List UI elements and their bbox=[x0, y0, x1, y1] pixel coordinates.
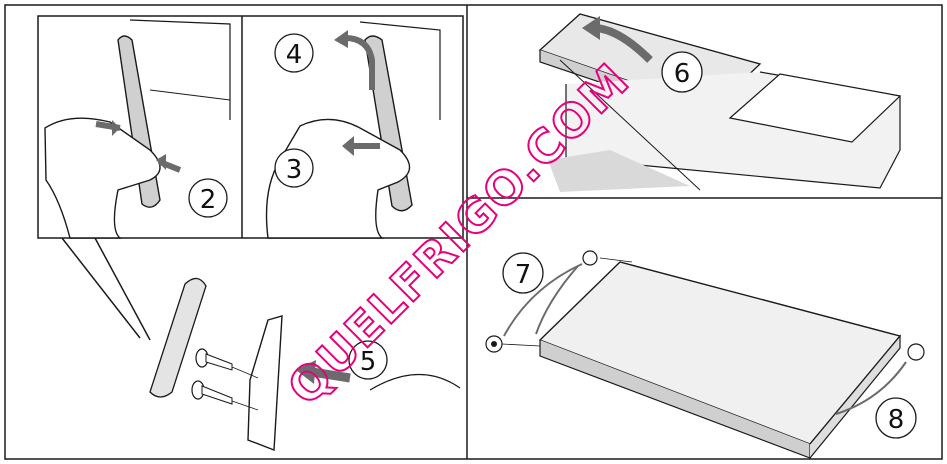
panel-pull-handle: 3 4 bbox=[267, 22, 441, 238]
lift-arrow-icon bbox=[334, 30, 348, 48]
end-cap-icon bbox=[583, 251, 597, 265]
step-7-label: 7 bbox=[515, 260, 532, 290]
mounting-bracket bbox=[248, 316, 282, 450]
step-8-label: 8 bbox=[888, 405, 905, 435]
step-4-label: 4 bbox=[286, 40, 303, 70]
step-6-label: 6 bbox=[674, 59, 691, 89]
screw-icon bbox=[196, 349, 232, 370]
panel-press-handle: 2 bbox=[45, 20, 230, 238]
end-cap-icon bbox=[908, 344, 924, 360]
panel-swap-caps: 7 8 bbox=[486, 251, 924, 458]
end-cap-icon bbox=[486, 336, 502, 352]
step-3-label: 3 bbox=[286, 155, 303, 185]
step-2-label: 2 bbox=[200, 185, 217, 215]
screw-icon bbox=[192, 381, 232, 404]
removed-handle-shape bbox=[150, 278, 206, 397]
